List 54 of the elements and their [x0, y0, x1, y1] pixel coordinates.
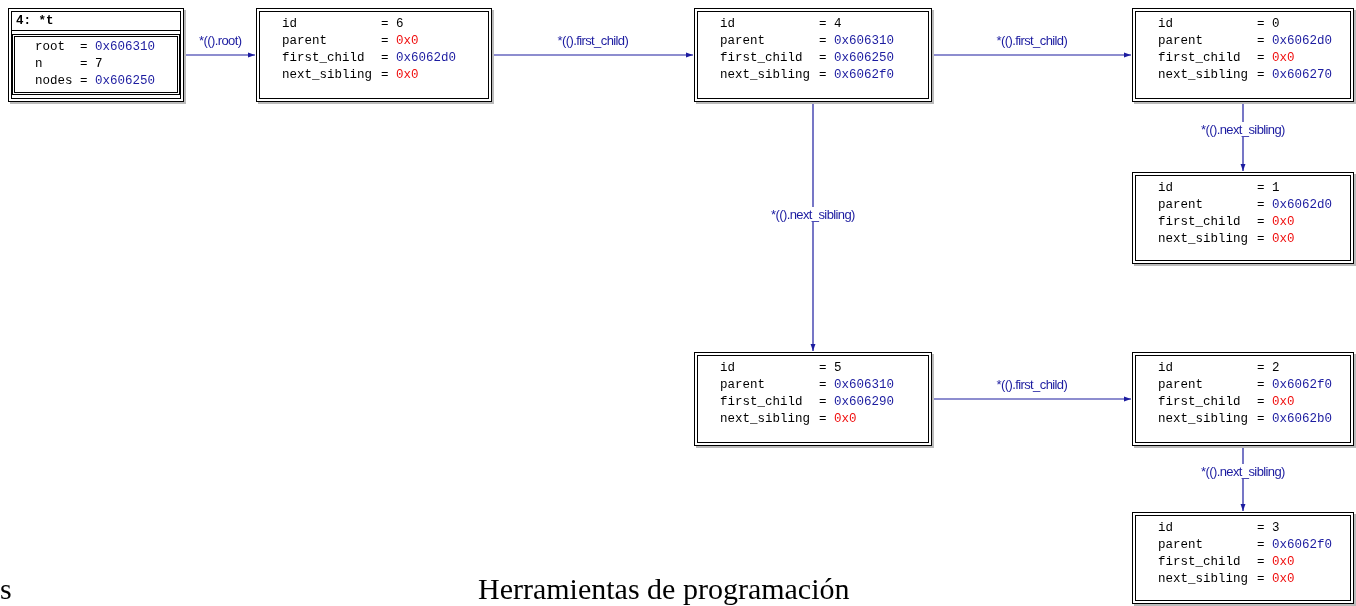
arrow	[932, 396, 1132, 402]
field-row-text: parent = 0x6062d0	[1158, 33, 1334, 50]
field-row-text: id = 0	[1158, 16, 1281, 33]
field-row-text: first_child = 0x0	[1158, 50, 1296, 67]
arrow	[184, 52, 256, 58]
field-row-text: root = 0x606310	[35, 39, 157, 56]
edge-label: *(().next_sibling)	[1200, 463, 1286, 479]
field-row-text: id = 6	[282, 16, 405, 33]
field-row-text: id = 5	[720, 360, 843, 377]
struct-box	[8, 8, 184, 102]
field-row-text: next_sibling = 0x0	[1158, 231, 1296, 248]
field-row-text: id = 4	[720, 16, 843, 33]
struct-box	[1132, 512, 1354, 604]
field-row-text: id = 2	[1158, 360, 1281, 377]
struct-box	[694, 352, 932, 446]
field-row-text: first_child = 0x606250	[720, 50, 896, 67]
field-row-text: nodes = 0x606250	[35, 73, 157, 90]
edge-label: *(().next_sibling)	[770, 207, 856, 223]
display-title: 4: *t	[12, 12, 180, 31]
field-row-text: next_sibling = 0x6062f0	[720, 67, 896, 84]
field-row-text: parent = 0x606310	[720, 33, 896, 50]
struct-box	[1132, 172, 1354, 264]
arrow	[492, 52, 694, 58]
field-row-text: first_child = 0x6062d0	[282, 50, 458, 67]
edge-label: *(().next_sibling)	[1200, 121, 1286, 137]
struct-box	[1132, 8, 1354, 102]
field-row-text: next_sibling = 0x0	[720, 411, 858, 428]
edge-label: *(().root)	[198, 33, 243, 48]
field-row-text: parent = 0x6062f0	[1158, 537, 1334, 554]
field-row-text: parent = 0x606310	[720, 377, 896, 394]
field-row-text: first_child = 0x0	[1158, 214, 1296, 231]
field-row-text: parent = 0x6062f0	[1158, 377, 1334, 394]
edge-label: *(().first_child)	[556, 33, 630, 48]
field-row-text: next_sibling = 0x0	[282, 67, 420, 84]
field-row-text: next_sibling = 0x0	[1158, 571, 1296, 588]
field-row-text: first_child = 0x0	[1158, 394, 1296, 411]
field-row-text: id = 1	[1158, 180, 1281, 197]
field-row-text: next_sibling = 0x606270	[1158, 67, 1334, 84]
text-fragment: s	[0, 573, 12, 605]
field-row-text: first_child = 0x606290	[720, 394, 896, 411]
slide-title: Herramientas de programación	[478, 573, 850, 605]
field-row-text: n = 7	[35, 56, 104, 73]
struct-box	[256, 8, 492, 102]
field-row-text: parent = 0x0	[282, 33, 420, 50]
arrow	[932, 52, 1132, 58]
field-row-text: first_child = 0x0	[1158, 554, 1296, 571]
field-row-text: parent = 0x6062d0	[1158, 197, 1334, 214]
struct-box	[694, 8, 932, 102]
field-row-text: id = 3	[1158, 520, 1281, 537]
struct-box	[1132, 352, 1354, 446]
edge-label: *(().first_child)	[995, 377, 1069, 392]
field-row-text: next_sibling = 0x6062b0	[1158, 411, 1334, 428]
arrow	[810, 102, 816, 352]
edge-label: *(().first_child)	[995, 33, 1069, 48]
